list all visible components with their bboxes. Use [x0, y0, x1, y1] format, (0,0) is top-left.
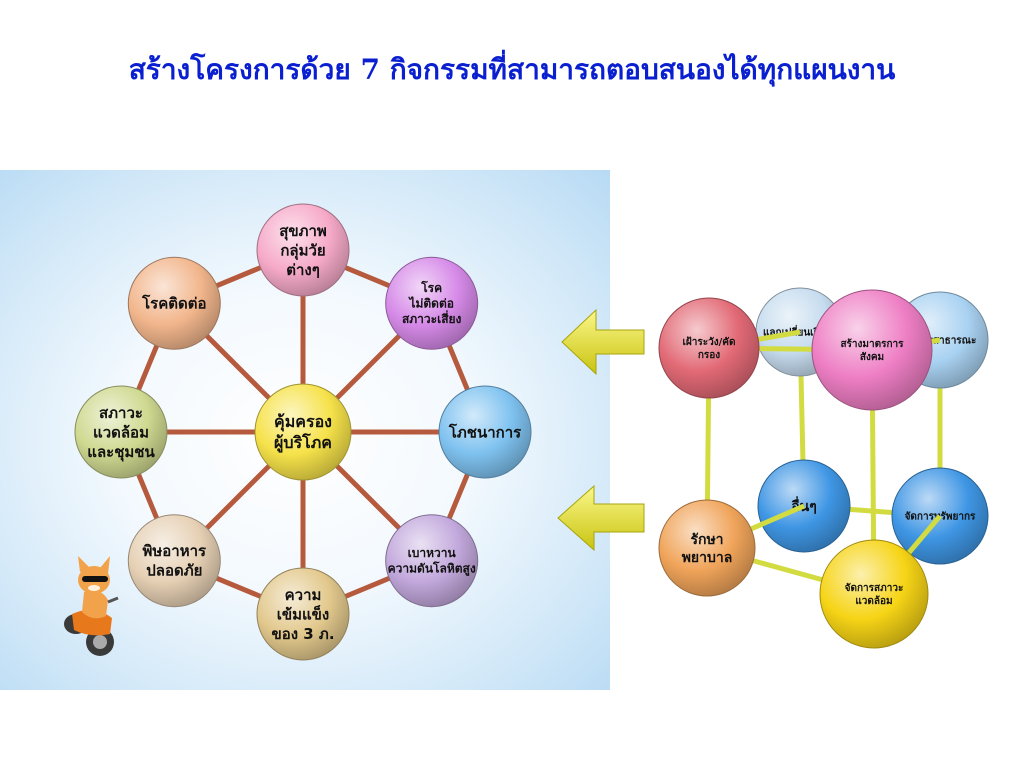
- sphere-surveillance-label: เฝ้าระวัง/คัด: [683, 336, 736, 348]
- wheel-center-node-label: ผู้บริโภค: [274, 432, 332, 454]
- wheel-node-6-label: และชุมชน: [87, 443, 155, 462]
- arrow-left-icon: [561, 308, 645, 376]
- cube-nodes-front: เฝ้าระวัง/คัดกรองรักษาพยาบาลจัดการสภาวะแ…: [658, 289, 933, 649]
- sphere-surveillance-label: กรอง: [698, 350, 720, 361]
- wheel-node-7-label: โรคติดต่อ: [141, 294, 206, 313]
- wheel-diagram: สุขภาพกลุ่มวัยต่างๆโรคไม่ติดต่อสภาวะเสี่…: [64, 203, 532, 661]
- page-title: สร้างโครงการด้วย 7 กิจกรรมที่สามารถตอบสน…: [128, 53, 896, 86]
- wheel-node-6-label: แวดล้อม: [93, 423, 149, 441]
- wheel-node-1-label: ไม่ติดต่อ: [407, 296, 454, 311]
- wheel-nodes: สุขภาพกลุ่มวัยต่างๆโรคไม่ติดต่อสภาวะเสี่…: [74, 203, 532, 661]
- wheel-node-2: โภชนาการ: [438, 385, 532, 479]
- sphere-treatment-label: รักษา: [690, 532, 723, 548]
- sphere-social-measures-label: สังคม: [860, 351, 884, 363]
- wheel-diagram-panel: สุขภาพกลุ่มวัยต่างๆโรคไม่ติดต่อสภาวะเสี่…: [0, 170, 610, 690]
- wheel-node-4-label: เข้มแข็ง: [277, 604, 330, 623]
- sphere-treatment-label: พยาบาล: [682, 550, 733, 566]
- wheel-node-0-label: กลุ่มวัย: [280, 241, 325, 260]
- wheel-node-1-label: สภาวะเสี่ยง: [402, 310, 462, 326]
- wheel-node-0-label: สุขภาพ: [279, 222, 327, 241]
- wheel-node-2-label: โภชนาการ: [448, 422, 522, 441]
- arrow-left-icon: [557, 484, 645, 552]
- wheel-node-4-label: ความ: [285, 586, 322, 604]
- cat-on-scooter-icon: [64, 556, 119, 656]
- activity-cube-diagram: แลกเปลี่ยนเรียนรู้สื่อสารสาธารณะอื่นๆจัด…: [658, 287, 989, 649]
- wheel-node-7: โรคติดต่อ: [127, 256, 221, 350]
- wheel-node-0-label: ต่างๆ: [286, 261, 320, 279]
- sphere-environment-label: แวดล้อม: [855, 595, 892, 607]
- wheel-node-6-label: สภาวะ: [99, 404, 143, 422]
- sphere-environment-label: จัดการสภาวะ: [845, 582, 904, 594]
- wheel-node-1-label: โรค: [420, 280, 442, 295]
- wheel-node-4-label: ของ 3 ภ.: [271, 625, 334, 643]
- wheel-node-3-label: เบาหวาน: [408, 546, 457, 560]
- wheel-node-5-label: พิษอาหาร: [143, 542, 208, 560]
- sphere-social-measures-label: สร้างมาตรการ: [840, 338, 904, 350]
- wheel-center-node-label: คุ้มครอง: [274, 412, 332, 432]
- wheel-node-3-label: ความดันโลหิตสูง: [388, 561, 476, 577]
- wheel-node-5-label: ปลอดภัย: [146, 562, 202, 580]
